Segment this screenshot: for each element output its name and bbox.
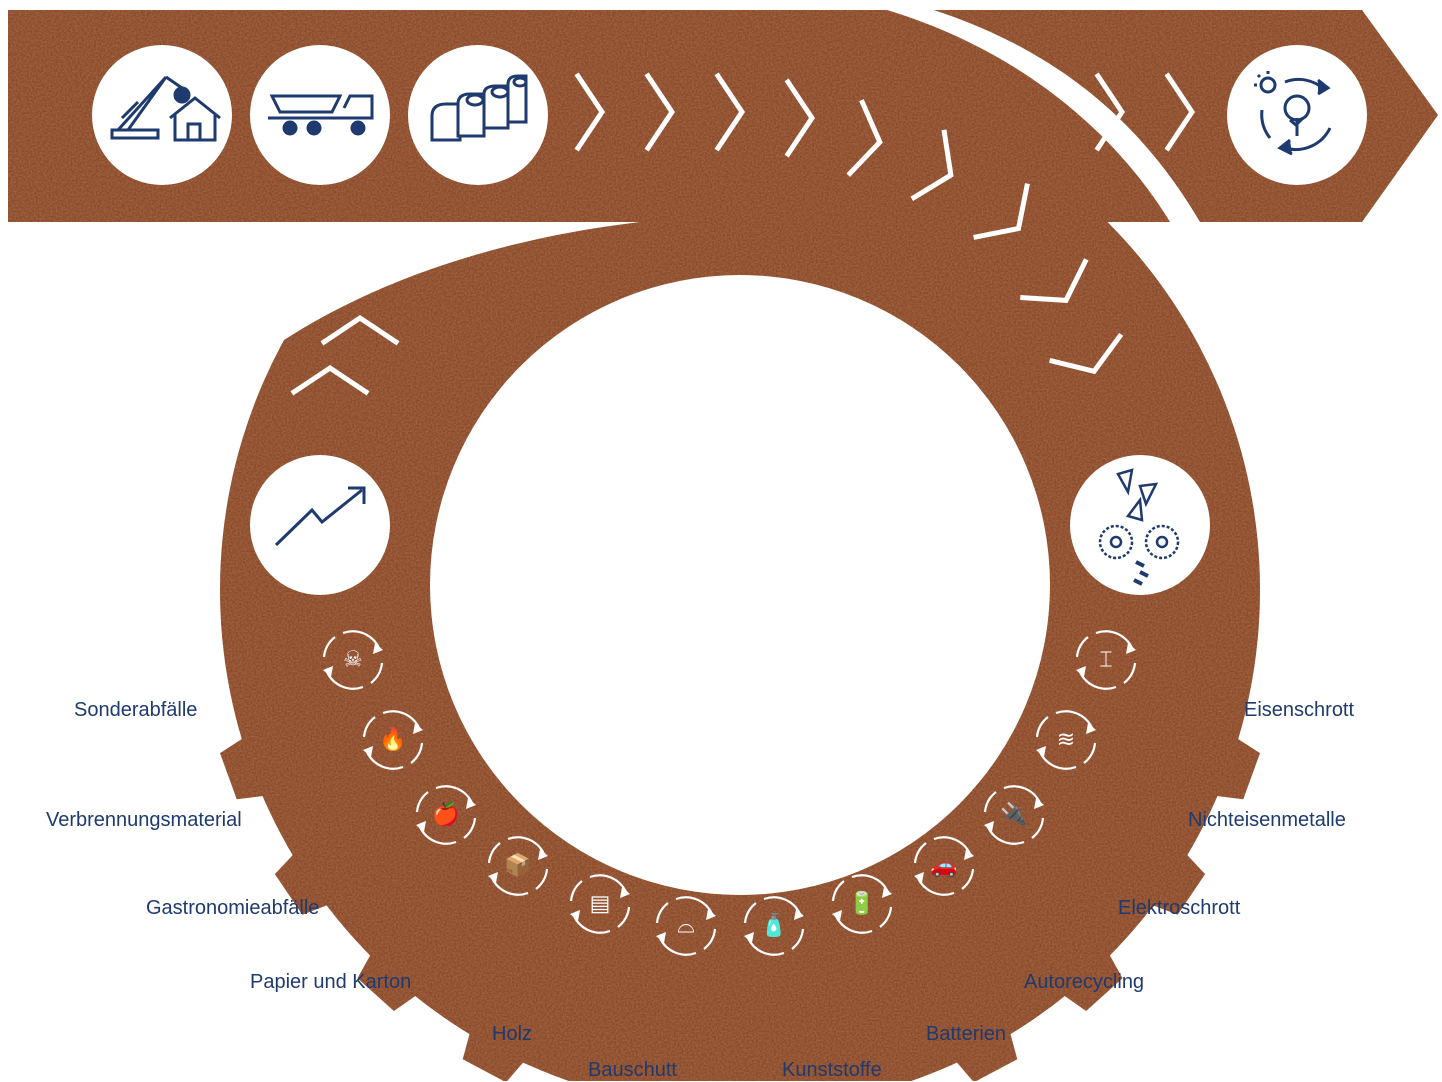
label-holz: Holz	[492, 1023, 533, 1045]
battery-icon: 🔋	[830, 874, 894, 934]
chevron-right	[1164, 72, 1196, 152]
chevron-up	[290, 364, 370, 396]
chevron-down	[973, 183, 1030, 240]
steel-beams-icon: ⌶	[1074, 630, 1138, 690]
center-hole	[430, 275, 1050, 895]
gear-tooth	[832, 1065, 895, 1081]
flow-chevrons	[290, 72, 1196, 396]
material-icons: ☠ 🔥 🍎 📦 ▤ ⌓ 🧴 🔋 🚗 🔌 ≋ ⌶	[321, 630, 1138, 956]
plastic-bottle-icon: 🧴	[742, 896, 806, 956]
chevron-right	[1094, 72, 1126, 152]
svg-text:🚗: 🚗	[930, 854, 957, 879]
cardboard-box-icon: 📦	[486, 836, 550, 896]
shredder-gears-icon	[1098, 468, 1180, 586]
svg-text:🔋: 🔋	[848, 891, 875, 917]
svg-text:🍎: 🍎	[432, 801, 459, 828]
gear-tooth	[220, 727, 284, 800]
gear-tooth	[462, 1013, 537, 1081]
label-elektroschrott: Elektroschrott	[1118, 897, 1241, 919]
svg-text:▤: ▤	[590, 892, 611, 917]
skull-crossbones-icon: ☠	[321, 630, 385, 690]
separator-swoosh	[850, 0, 1200, 222]
environment-cycle-icon	[1254, 71, 1332, 156]
chevron-down	[1049, 332, 1124, 375]
label-papier-und-karton: Papier und Karton	[250, 971, 412, 993]
label-autorecycling: Autorecycling	[1024, 971, 1145, 993]
svg-text:🔥: 🔥	[379, 727, 406, 753]
mask-left	[0, 222, 220, 1081]
rubble-icon: ⌓	[654, 896, 718, 956]
gear-tooth	[1196, 727, 1260, 800]
svg-text:≋: ≋	[1057, 728, 1075, 753]
chevron-down	[910, 129, 954, 201]
svg-text:🧴: 🧴	[760, 913, 787, 939]
chevron-down	[846, 99, 883, 177]
chevron-right	[644, 72, 676, 152]
mask-gap	[220, 222, 640, 380]
gear-tooth	[274, 839, 347, 915]
chevron-right	[714, 72, 746, 152]
storage-silos-icon	[430, 74, 528, 142]
gear-tooth	[1047, 937, 1123, 1012]
label-eisenschrott: Eisenschrott	[1244, 699, 1355, 721]
container-truck-icon	[268, 94, 374, 136]
chevron-right	[574, 72, 606, 152]
svg-text:📦: 📦	[504, 853, 531, 879]
label-verbrennungsmaterial: Verbrennungsmaterial	[46, 809, 242, 831]
environment-cycle-circle	[1227, 45, 1367, 185]
fire-icon: 🔥	[361, 710, 425, 770]
gear-tooth	[1133, 839, 1206, 915]
car-icon: 🚗	[912, 836, 976, 896]
label-sonderabfaelle: Sonderabfälle	[74, 699, 198, 721]
wood-planks-icon: ▤	[568, 874, 632, 934]
chevron-right	[784, 78, 816, 158]
svg-text:☠: ☠	[343, 648, 363, 673]
gear-tooth	[943, 1013, 1018, 1081]
label-nichteisenmetalle: Nichteisenmetalle	[1188, 809, 1346, 831]
rising-trend-circle	[250, 455, 390, 595]
svg-text:🔌: 🔌	[1000, 802, 1027, 828]
plug-icon: 🔌	[982, 785, 1046, 845]
chevron-up	[320, 314, 400, 346]
demolition-crane-icon	[110, 75, 221, 142]
label-kunststoffe: Kunststoffe	[782, 1059, 882, 1081]
svg-text:⌶: ⌶	[1099, 648, 1112, 673]
gear-tooth	[585, 1065, 648, 1081]
gear-tooth	[357, 937, 433, 1012]
cable-bundle-icon: ≋	[1034, 710, 1098, 770]
chevron-down	[1020, 258, 1089, 303]
label-gastronomieabfaelle: Gastronomieabfälle	[146, 897, 320, 919]
demolition-crane-circle	[92, 45, 232, 185]
gear-teeth	[220, 727, 1260, 1081]
svg-text:⌓: ⌓	[677, 914, 694, 939]
label-bauschutt: Bauschutt	[588, 1059, 677, 1081]
shredder-gears-circle	[1070, 455, 1210, 595]
mask-right	[1270, 222, 1442, 1081]
storage-silos-circle	[408, 45, 548, 185]
container-truck-circle	[250, 45, 390, 185]
rising-trend-icon	[274, 486, 366, 547]
label-batterien: Batterien	[926, 1023, 1007, 1045]
apple-core-icon: 🍎	[414, 785, 478, 845]
